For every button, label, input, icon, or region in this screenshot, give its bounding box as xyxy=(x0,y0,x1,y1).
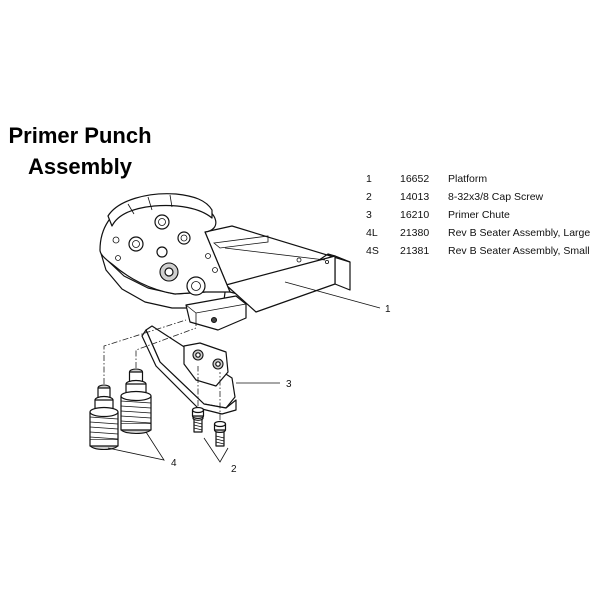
part-description: Platform xyxy=(448,173,488,185)
seater-assembly-icon xyxy=(89,368,152,451)
callout-2: 2 xyxy=(231,464,237,475)
part-description: Rev B Seater Assembly, Small xyxy=(448,245,590,257)
platform-icon xyxy=(99,193,351,331)
primer-chute-icon xyxy=(141,325,237,415)
part-id: 4L xyxy=(366,227,378,239)
part-id: 2 xyxy=(366,191,372,203)
part-number: 16652 xyxy=(400,173,430,185)
part-id: 4S xyxy=(366,245,379,257)
alignment-lines xyxy=(103,319,221,420)
title-line-1: Primer Punch xyxy=(8,123,152,148)
callout-4: 4 xyxy=(171,458,177,469)
cap-screw-icon xyxy=(191,406,227,447)
part-number: 16210 xyxy=(400,209,430,221)
title-line-2: Assembly xyxy=(28,154,132,179)
part-number: 21381 xyxy=(400,245,430,257)
diagram-title: Primer Punch Assembly xyxy=(0,120,160,182)
callout-1: 1 xyxy=(385,304,391,315)
part-number: 14013 xyxy=(400,191,430,203)
part-description: Primer Chute xyxy=(448,209,510,221)
part-number: 21380 xyxy=(400,227,430,239)
part-id: 3 xyxy=(366,209,372,221)
part-description: 8-32x3/8 Cap Screw xyxy=(448,191,544,203)
callout-3: 3 xyxy=(286,379,292,390)
part-description: Rev B Seater Assembly, Large xyxy=(448,227,591,239)
callout-leaders xyxy=(107,281,381,463)
part-id: 1 xyxy=(366,173,372,185)
